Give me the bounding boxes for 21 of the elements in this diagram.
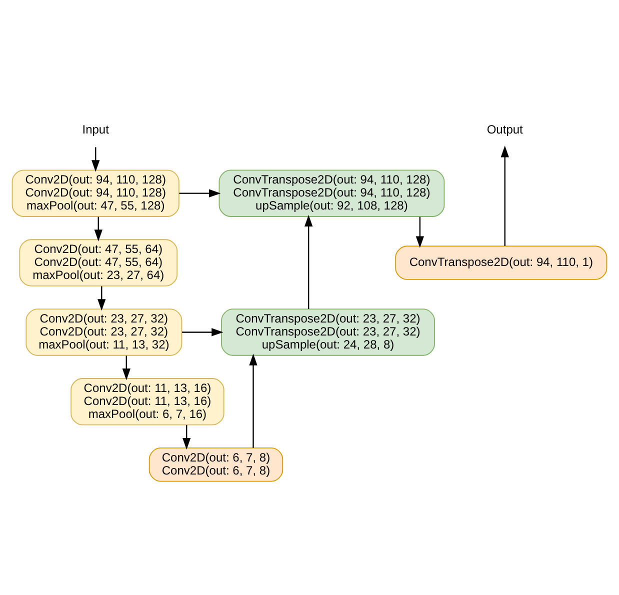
arrow (98, 286, 106, 311)
node-text: Output (486, 122, 523, 137)
arrow (182, 425, 191, 450)
node-box: Conv2D(out: 11, 13, 16) Conv2D(out: 11, 13, 16) maxPool(out: 6, 7, 16) (70, 378, 224, 426)
node-text: Input (82, 122, 109, 137)
arrow (500, 146, 509, 246)
arrow (122, 356, 130, 380)
node-box: Conv2D(out: 23, 27, 32) Conv2D(out: 23, 27, 32) maxPool(out: 11, 13, 32) (26, 308, 182, 356)
arrow (416, 216, 424, 248)
node-box: Conv2D(out: 47, 55, 64) Conv2D(out: 47, 55, 64) maxPool(out: 23, 27, 64) (19, 239, 178, 286)
arrow (249, 354, 258, 448)
arrow (92, 147, 100, 172)
node-box: ConvTranspose2D(out: 23, 27, 32) ConvTranspose2D(out: 23, 27, 32) upSample(out: 24, 28, 8) (221, 308, 435, 356)
arrow (304, 214, 313, 309)
node-box: Conv2D(out: 94, 110, 128) Conv2D(out: 94, 110, 128) maxPool(out: 47, 55, 128) (12, 170, 180, 217)
node-box: ConvTranspose2D(out: 94, 110, 1) (395, 246, 608, 280)
arrow (182, 328, 224, 336)
arrow (94, 216, 102, 242)
arrow (179, 189, 221, 198)
node-box: Conv2D(out: 6, 7, 8) Conv2D(out: 6, 7, 8) (148, 448, 284, 482)
node-box: ConvTranspose2D(out: 94, 110, 128) ConvTranspose2D(out: 94, 110, 128) upSample(out: 92, 108, 128) (218, 170, 445, 217)
